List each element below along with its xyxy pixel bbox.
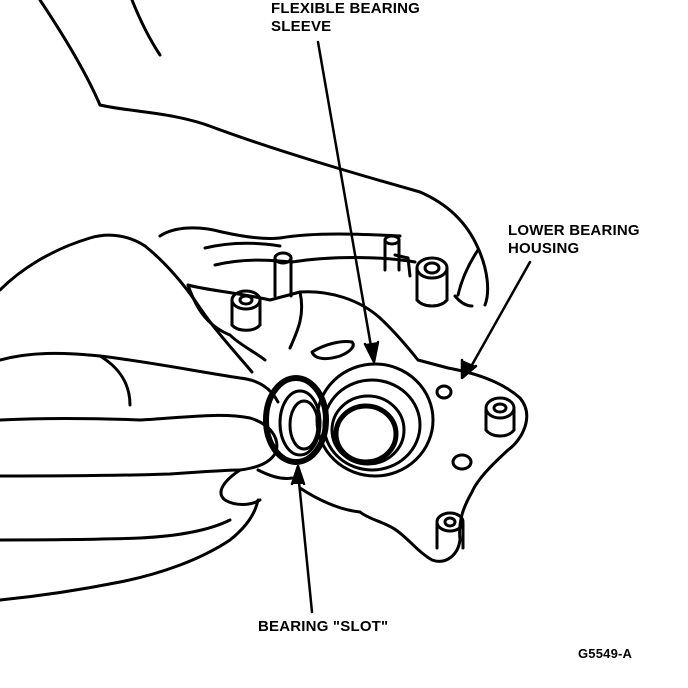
flexible-bearing-sleeve: [315, 362, 435, 478]
dowel-pin-left: [273, 251, 293, 298]
bolt-boss-left: [230, 289, 262, 332]
callout-bearing-slot: BEARING "SLOT": [258, 618, 389, 635]
boss-side-mid: [451, 453, 473, 471]
hole-small: [435, 384, 453, 400]
bearing-ring: [263, 375, 329, 465]
boss-side-top: [484, 396, 516, 438]
callout-flexible-bearing-sleeve-line2: SLEEVE: [271, 18, 332, 35]
bolt-boss-right: [415, 256, 449, 308]
lower-hand: [0, 233, 294, 602]
leader-slot: [290, 464, 314, 614]
callout-lower-bearing-housing-line2: HOUSING: [508, 240, 580, 257]
callout-lower-bearing-housing: LOWER BEARING HOUSING: [508, 222, 640, 258]
bearing-housing: [186, 283, 529, 563]
callout-flexible-bearing-sleeve: FLEXIBLE BEARING SLEEVE: [271, 0, 420, 36]
leader-sleeve: [316, 40, 380, 364]
callout-flexible-bearing-sleeve-line1: FLEXIBLE BEARING: [271, 0, 421, 17]
callout-lower-bearing-housing-line1: LOWER BEARING: [508, 222, 640, 239]
boss-bottom: [435, 511, 465, 550]
leader-housing: [460, 260, 532, 380]
figure-number: G5549-A: [578, 646, 633, 661]
dowel-pin-right: [383, 234, 412, 278]
